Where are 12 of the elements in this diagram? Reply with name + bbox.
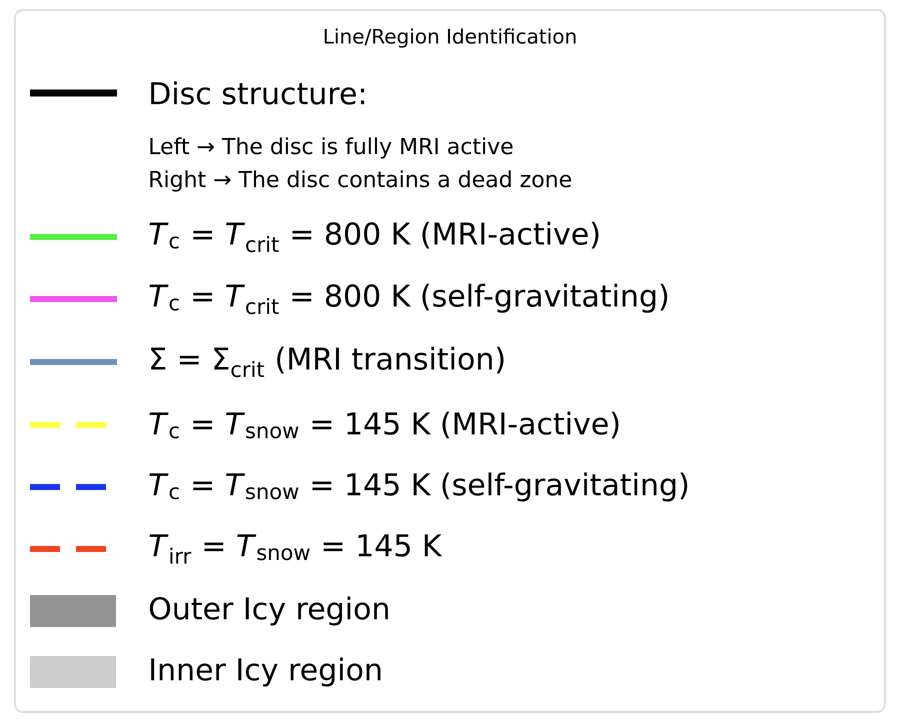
legend-text: T$_{irr}$ = T$_{snow}$ = 145 K (150, 534, 442, 564)
legend-text: Σ = Σ$_{crit}$ (MRI transition) (151, 346, 504, 378)
legend-text: Disc structure: (151, 81, 364, 105)
legend-text: T$_{c}$ = T$_{crit}$ = 800 K (MRI-active) (150, 222, 598, 252)
legend-text: Outer Icy region (150, 596, 388, 626)
note-text: Right → The disc contains a dead zone (150, 170, 572, 192)
legend-text: T$_{c}$ = T$_{crit}$ = 800 K (self-gravitating) (150, 284, 668, 314)
legend-text: T$_{c}$ = T$_{snow}$ = 145 K (self-gravitating) (150, 472, 688, 502)
legend-text: T$_{c}$ = T$_{snow}$ = 145 K (MRI-active) (150, 412, 618, 438)
legend-text: Inner Icy region (151, 657, 380, 686)
note-text: Left → The disc is fully MRI active (150, 137, 513, 159)
legend-title: Line/Region Identification (324, 28, 576, 48)
